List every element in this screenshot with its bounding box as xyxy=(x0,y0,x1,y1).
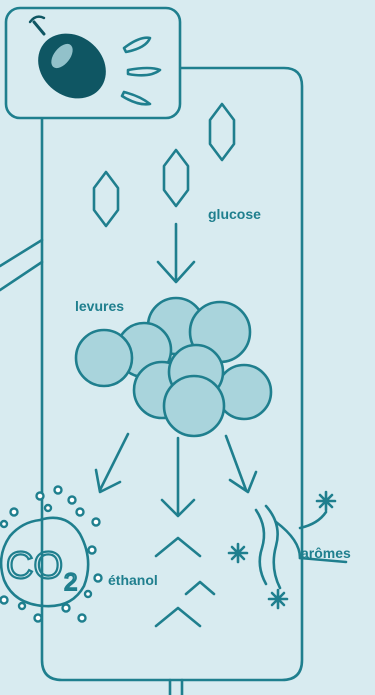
sparkle-icon xyxy=(229,544,247,562)
bubble-icon xyxy=(45,505,51,511)
bubble-icon xyxy=(85,591,91,597)
bubble-icon xyxy=(11,509,18,516)
sparkle-icon xyxy=(317,492,335,510)
bubble-icon xyxy=(69,497,76,504)
bubble-icon xyxy=(1,521,7,527)
yeast-cell-icon xyxy=(217,365,271,419)
yeasts-label: levures xyxy=(75,298,124,314)
bubble-icon xyxy=(95,575,102,582)
glucose-label: glucose xyxy=(208,206,261,222)
bubble-icon xyxy=(19,603,25,609)
bubble-icon xyxy=(1,597,8,604)
co2-group: CO 2 xyxy=(1,487,102,622)
arrow-down-icon xyxy=(158,224,194,282)
hexagon-icon xyxy=(94,172,118,226)
arrow-down-icon xyxy=(226,436,256,492)
bubble-icon xyxy=(63,605,70,612)
bubble-icon xyxy=(93,519,100,526)
bubble-icon xyxy=(35,615,42,622)
bubble-icon xyxy=(79,615,86,622)
ethanol-chevrons xyxy=(156,538,214,626)
yeast-cell-icon xyxy=(164,376,224,436)
hexagon-icon xyxy=(164,150,188,206)
co2-subscript: 2 xyxy=(64,569,77,596)
bubble-icon xyxy=(55,487,62,494)
chevron-up-icon xyxy=(156,608,200,626)
co2-text: CO xyxy=(6,545,63,587)
connecting-pipe xyxy=(0,240,42,290)
yeast-cell-icon xyxy=(76,330,132,386)
aromas-label: arômes xyxy=(301,545,351,561)
vat-tap xyxy=(170,680,182,695)
grape-box xyxy=(6,8,180,118)
hexagon-icon xyxy=(210,104,234,160)
arrow-down-icon xyxy=(96,434,128,492)
chevron-up-icon xyxy=(186,582,214,594)
arrow-down-icon xyxy=(162,438,194,516)
chevron-up-icon xyxy=(156,538,200,556)
bubble-icon xyxy=(77,509,84,516)
yeast-cluster xyxy=(76,298,271,436)
ethanol-label: éthanol xyxy=(108,572,158,588)
bubble-icon xyxy=(37,493,44,500)
bubble-icon xyxy=(89,547,96,554)
sparkle-icon xyxy=(269,590,287,608)
